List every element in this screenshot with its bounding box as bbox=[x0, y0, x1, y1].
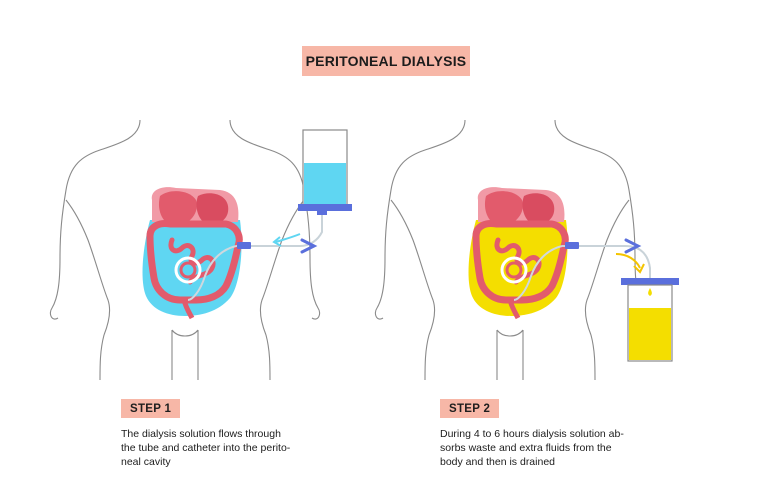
page-title: PERITONEAL DIALYSIS bbox=[302, 46, 470, 76]
catheter-right bbox=[513, 245, 563, 301]
inflow-arrow-head bbox=[272, 236, 282, 247]
catheter-connector-left bbox=[237, 242, 251, 249]
fluid-drop bbox=[648, 288, 652, 296]
abdominal-organs-right bbox=[472, 187, 569, 320]
y-connector-left bbox=[300, 238, 318, 254]
body-outline-left bbox=[49, 119, 321, 381]
dialysis-bag-fresh bbox=[298, 129, 352, 211]
catheter-connector-right bbox=[565, 242, 579, 249]
tube-left bbox=[236, 207, 327, 254]
left-body-figure bbox=[49, 119, 321, 381]
step-1-badge: STEP 1 bbox=[121, 399, 181, 418]
abdominal-organs-left bbox=[146, 187, 243, 320]
step-2-badge: STEP 2 bbox=[440, 399, 500, 418]
drain-bag-used bbox=[621, 278, 679, 362]
outflow-arrow bbox=[615, 253, 641, 269]
step-1-line: the tube and catheter into the perito- bbox=[121, 442, 291, 454]
catheter-left bbox=[187, 245, 237, 301]
inflow-arrow bbox=[275, 233, 301, 243]
step-1-line: neal cavity bbox=[121, 456, 171, 468]
step-2-line: During 4 to 6 hours dialysis solution ab… bbox=[440, 428, 624, 440]
step-2-line: body and then is drained bbox=[440, 456, 556, 468]
outflow-arrow-head bbox=[633, 263, 645, 274]
tube-right bbox=[562, 238, 651, 278]
step-2-line: sorbs waste and extra fluids from the bbox=[440, 442, 612, 454]
step-1-description: The dialysis solution flows through the … bbox=[121, 427, 290, 469]
body-outline-right bbox=[374, 119, 644, 381]
y-connector-right bbox=[624, 238, 642, 254]
right-body-figure bbox=[374, 119, 644, 381]
step-1-line: The dialysis solution flows through bbox=[121, 428, 281, 440]
step-2-description: During 4 to 6 hours dialysis solution ab… bbox=[440, 427, 624, 469]
